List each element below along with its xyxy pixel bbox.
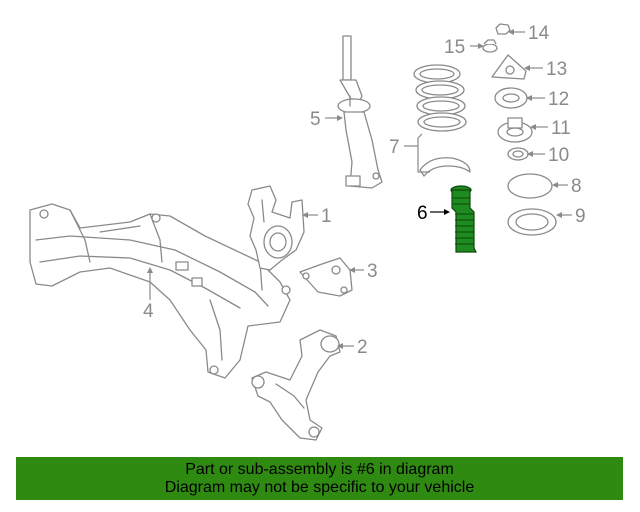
lower-control-arm-part-2[interactable] — [251, 329, 341, 441]
callout-4[interactable]: 4 — [143, 301, 154, 322]
insulator-part-8[interactable] — [507, 173, 553, 199]
parts-diagram: 1 2 3 4 5 6 7 8 9 10 11 12 13 14 15 — [29, 23, 586, 441]
crossmember-part-4[interactable] — [29, 203, 291, 379]
callout-numbers: 1 2 3 4 5 6 7 8 9 10 11 12 13 14 15 — [143, 23, 586, 358]
coil-spring-part-7[interactable] — [413, 64, 471, 177]
callout-3[interactable]: 3 — [367, 261, 378, 282]
callout-15[interactable]: 15 — [444, 37, 465, 58]
callout-14[interactable]: 14 — [528, 23, 550, 44]
callout-2[interactable]: 2 — [357, 337, 368, 358]
callout-9[interactable]: 9 — [575, 206, 586, 227]
callout-10[interactable]: 10 — [548, 145, 569, 166]
strut-mount-part-11[interactable] — [497, 117, 533, 143]
callout-6[interactable]: 6 — [417, 203, 428, 224]
banner-disclaimer-line: Diagram may not be specific to your vehi… — [164, 478, 475, 496]
upper-plate-part-13[interactable] — [491, 54, 527, 80]
dust-boot-part-6[interactable] — [450, 185, 477, 253]
callout-7[interactable]: 7 — [389, 137, 400, 158]
callout-11[interactable]: 11 — [551, 118, 571, 139]
leader-lines — [147, 29, 572, 349]
callout-5[interactable]: 5 — [310, 109, 321, 130]
callout-8[interactable]: 8 — [571, 176, 582, 197]
upper-mount-part-12[interactable] — [494, 87, 528, 109]
nut-part-14[interactable] — [495, 23, 511, 35]
bearing-part-10[interactable] — [507, 147, 529, 161]
nut-part-15[interactable] — [482, 39, 498, 53]
mount-bracket-part-3[interactable] — [299, 257, 353, 297]
steering-knuckle-part-1[interactable] — [247, 185, 305, 271]
part-info-banner: Part or sub-assembly is #6 in diagram Di… — [16, 457, 623, 500]
insulator-part-9[interactable] — [507, 208, 557, 236]
strut-part-5[interactable] — [337, 35, 383, 189]
callout-12[interactable]: 12 — [548, 89, 569, 110]
banner-part-line: Part or sub-assembly is #6 in diagram — [185, 460, 454, 478]
callout-13[interactable]: 13 — [546, 59, 567, 80]
callout-1[interactable]: 1 — [321, 206, 332, 227]
